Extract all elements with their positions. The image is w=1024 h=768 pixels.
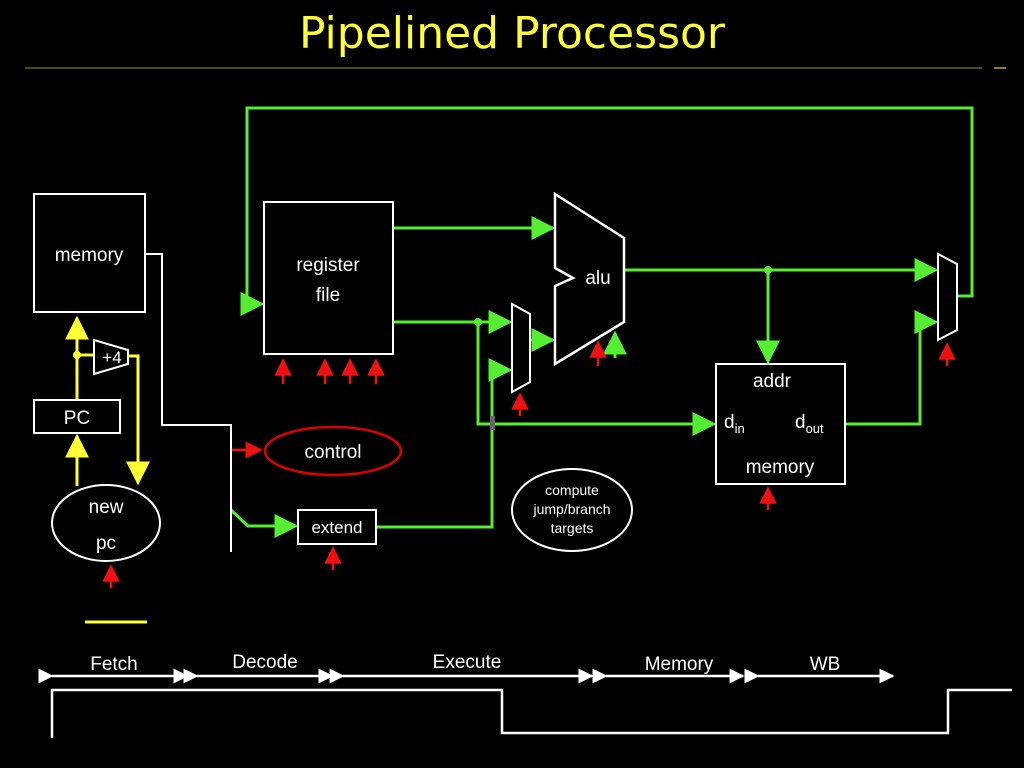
wire-crossing-mark [490,416,495,430]
stage-label-memory: Memory [645,654,714,675]
pc-label: PC [64,408,90,429]
control-ellipse [263,425,403,477]
register-file-label-line1: register [296,255,360,276]
clock-waveform [50,688,1012,738]
control-arrows [102,340,956,588]
junction-dot-yellow [73,351,81,359]
alu-label: alu [585,268,610,289]
data-memory-din-label: din [724,412,745,436]
plus4-label: +4 [102,348,121,367]
compute-targets-line1: compute [545,482,599,498]
instruction-bus [146,253,232,552]
stage-label-decode: Decode [232,652,298,673]
extend-label: extend [311,518,362,537]
pc-box [33,399,121,434]
stage-label-fetch: Fetch [90,654,138,675]
instruction-memory-box [33,193,146,313]
writeback-loop-wire [240,106,974,316]
green-wires [229,106,974,538]
compute-targets-line3: targets [551,520,594,536]
stage-label-execute: Execute [433,652,502,673]
data-memory-dout-label: dout [795,412,824,436]
alu-input-mux [511,302,531,394]
stage-label-wb: WB [810,654,841,675]
new-pc-label-line1: new [89,497,124,518]
slide-title: Pipelined Processor [299,8,726,59]
instruction-memory-label: memory [55,245,124,266]
new-pc-label-line2: pc [96,533,116,554]
alu-shape [553,191,626,367]
regfile-to-din-wire [476,322,717,436]
plus4-adder-shape [93,338,129,376]
register-file-label-line2: file [316,285,340,306]
compute-targets-line2: jump/branch [532,501,610,517]
junction-dot-1 [474,318,482,326]
plus4-to-newpc-wire [126,354,150,486]
bus-to-extend-wire [229,508,299,538]
compute-targets-ellipse [511,468,633,552]
control-label: control [304,442,361,463]
register-file-box [263,201,394,355]
writeback-mux [937,252,958,342]
data-memory-addr-label: addr [753,371,792,392]
junction-dot-2 [764,266,772,274]
data-memory-box [715,363,846,485]
data-memory-label: memory [746,457,815,478]
extend-to-mux-wire [376,358,513,529]
dout-to-wbmux-wire [845,310,939,426]
extend-box [297,509,377,545]
new-pc-ellipse [51,484,161,562]
